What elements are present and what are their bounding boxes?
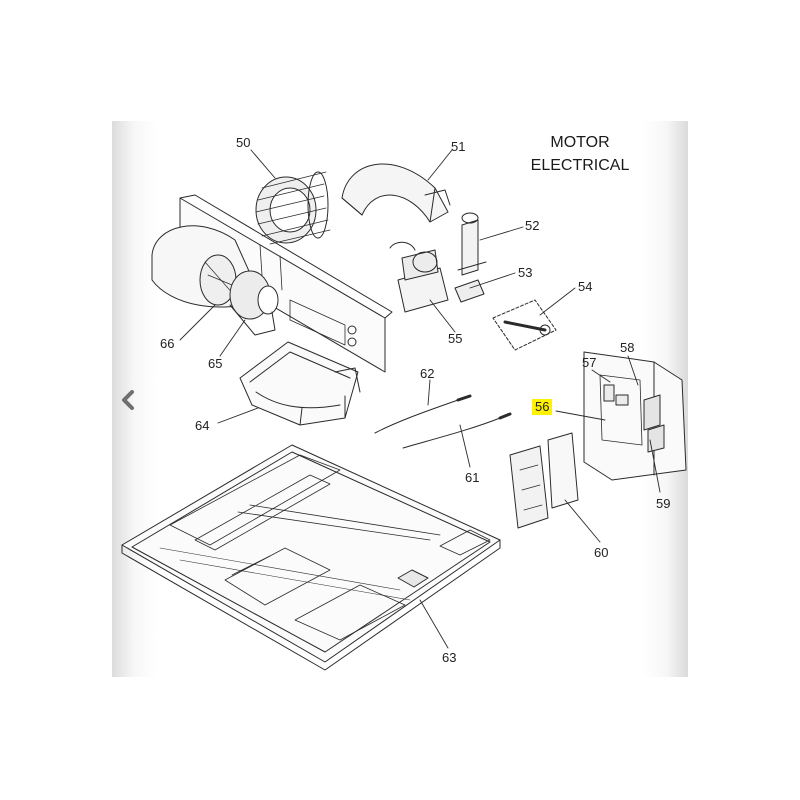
sensor [492, 299, 557, 351]
callout-53: 53 [518, 265, 533, 280]
callout-56-highlighted: 56 [532, 399, 553, 415]
diagram-heading: MOTOR ELECTRICAL [524, 131, 636, 177]
callout-55: 55 [448, 331, 463, 346]
callout-52: 52 [525, 218, 540, 233]
scroll-housing [341, 163, 451, 223]
blower-wheel [255, 171, 331, 245]
callout-63: 63 [442, 650, 457, 665]
callout-57: 57 [582, 355, 597, 370]
damper-actuator [389, 241, 449, 313]
callout-65: 65 [208, 356, 223, 371]
previous-image-button[interactable] [114, 384, 142, 416]
callout-50: 50 [236, 135, 251, 150]
base-pan [121, 444, 501, 671]
leader-lines [179, 149, 661, 649]
callout-51: 51 [451, 139, 466, 154]
callout-54: 54 [578, 279, 593, 294]
fan-motor-assembly [151, 194, 393, 373]
chevron-left-icon [122, 390, 134, 410]
callout-64: 64 [195, 418, 210, 433]
callout-60: 60 [594, 545, 609, 560]
callout-66: 66 [160, 336, 175, 351]
callout-62: 62 [420, 366, 435, 381]
heading-line-1: MOTOR [550, 134, 610, 151]
heading-line-2: ELECTRICAL [530, 157, 630, 174]
drain-tray [239, 341, 361, 426]
callout-59: 59 [656, 496, 671, 511]
electrical-box [583, 351, 687, 481]
callout-58: 58 [620, 340, 635, 355]
wire-harness [374, 394, 512, 449]
callout-61: 61 [465, 470, 480, 485]
circuit-board [509, 432, 579, 529]
coupler [454, 279, 485, 303]
mounting-bracket [457, 212, 487, 276]
